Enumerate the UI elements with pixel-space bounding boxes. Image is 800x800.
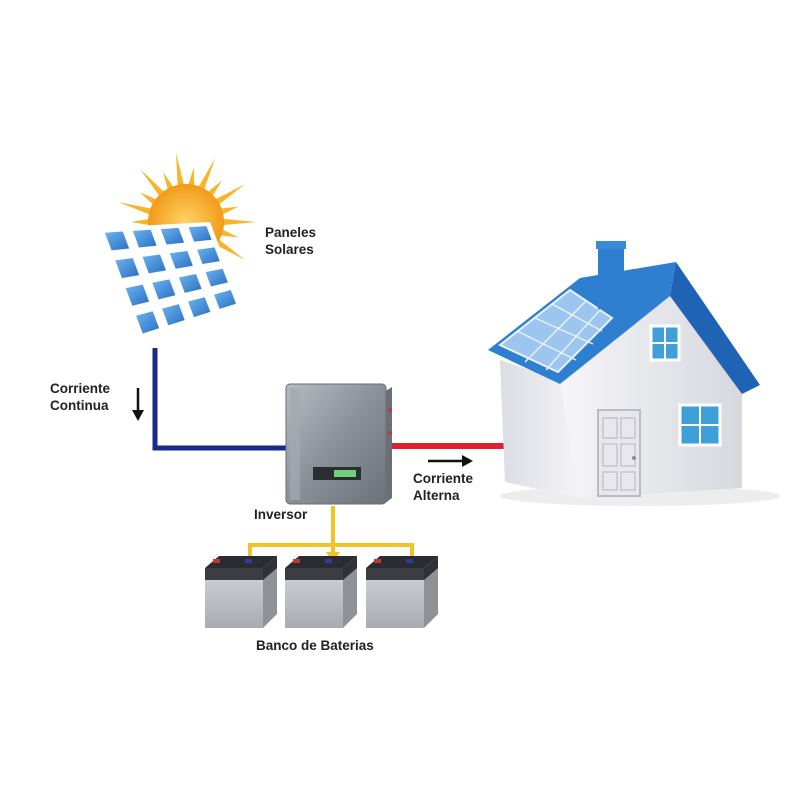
direct-current-label-line2: Continua [50,398,109,413]
inverter-icon [285,383,392,505]
house-icon [488,241,780,506]
direct-current-label: Corriente Continua [50,380,110,414]
solar-panels-label: Paneles Solares [265,224,316,258]
solar-panel-icon [98,222,242,340]
battery-bank-label: Banco de Baterias [256,638,374,653]
battery-icon [285,556,357,628]
battery-icon [366,556,438,628]
arrow-right-icon [428,455,473,467]
battery-bank [205,556,438,628]
alternating-current-label: Corriente Alterna [413,470,473,504]
direct-current-label-line1: Corriente [50,381,111,396]
alternating-current-label-line1: Corriente [413,471,474,486]
battery-icon [205,556,277,628]
dc-wire [152,348,292,451]
solar-panels-label-line2: Solares [265,242,314,257]
alternating-current-label-line2: Alterna [413,488,460,503]
solar-panels-label-line1: Paneles [265,225,317,240]
arrow-down-icon [132,388,144,421]
inverter-label: Inversor [254,507,308,522]
battery-wires [248,506,414,566]
